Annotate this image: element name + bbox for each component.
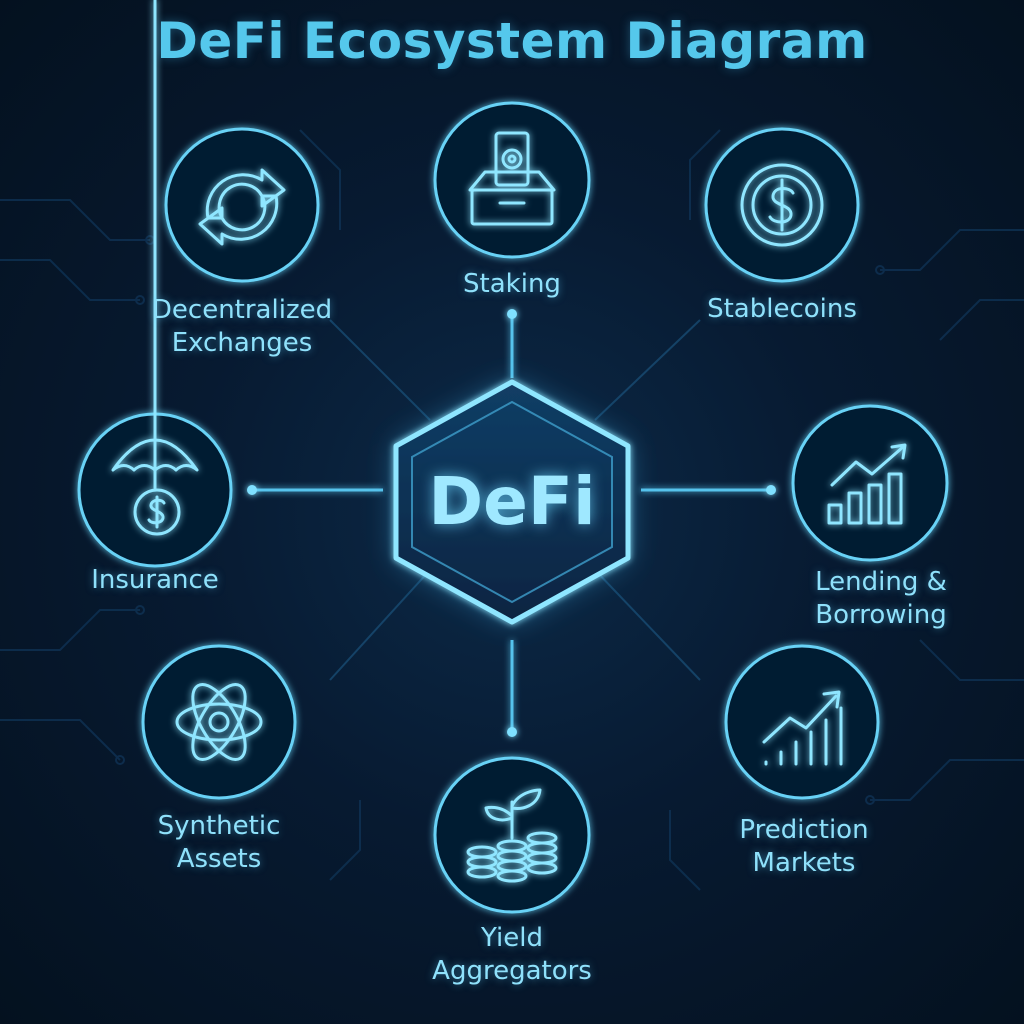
connector-dot-lending: [766, 485, 776, 495]
node-circle-lending: [791, 404, 949, 562]
node-label-stablecoins: Stablecoins: [707, 294, 857, 324]
connector-dot-insurance: [247, 485, 257, 495]
center-hexagon: [393, 379, 631, 625]
sprout-coins-icon: [466, 788, 558, 883]
node-label-insurance: Insurance: [91, 565, 219, 595]
connector-dots: [247, 309, 776, 737]
node-circle-synthetic: [141, 644, 297, 800]
trend-bars-icon: [762, 690, 843, 766]
node-label-yield: Yield Aggregators: [432, 923, 592, 986]
connector-dot-staking: [507, 309, 517, 319]
connectors: [252, 314, 771, 732]
node-label-prediction: Prediction Markets: [739, 815, 869, 878]
diagram-title: DeFi Ecosystem Diagram: [156, 12, 868, 70]
node-circle-dex: [164, 127, 320, 283]
node-circle-staking: [433, 101, 591, 259]
atom-icon: [175, 683, 263, 761]
diagonal-rays: [329, 319, 701, 681]
umbrella-icon: [111, 0, 199, 536]
node-label-staking: Staking: [463, 269, 561, 299]
node-label-lending: Lending & Borrowing: [815, 567, 947, 630]
growth-chart-icon: [827, 443, 907, 525]
node-circle-prediction: [724, 644, 880, 800]
connector-dot-yield: [507, 727, 517, 737]
dollar-coin-icon: [740, 163, 824, 247]
staking-box-icon: [468, 131, 556, 226]
node-label-dex: Decentralized Exchanges: [151, 295, 333, 358]
exchange-arrows-icon: [198, 168, 286, 246]
center-label: DeFi: [428, 463, 596, 540]
node-label-synthetic: Synthetic Assets: [157, 811, 281, 874]
